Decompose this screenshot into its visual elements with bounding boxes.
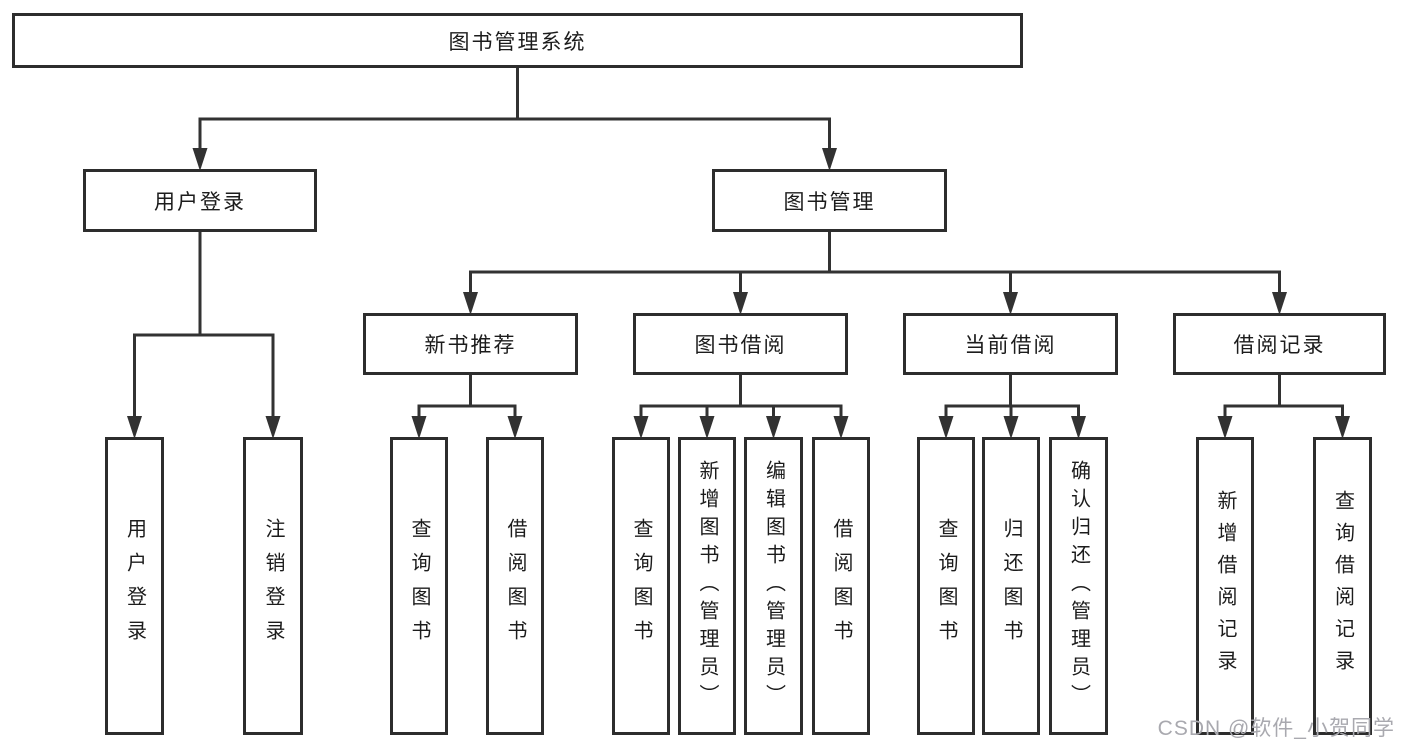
arrowhead-icon xyxy=(411,416,427,439)
node-leaf-nb-query: 查询图书 xyxy=(390,437,448,735)
node-label: 查询借阅记录 xyxy=(1331,490,1354,682)
arrowhead-icon xyxy=(265,416,281,439)
node-label: 当前借阅 xyxy=(964,334,1057,357)
node-library-system: 图书管理系统 xyxy=(12,13,1023,68)
arrowhead-icon xyxy=(633,416,649,439)
node-leaf-br-query: 查询借阅记录 xyxy=(1313,437,1372,735)
node-leaf-bb-borrow: 借阅图书 xyxy=(812,437,870,735)
node-label: 查询图书 xyxy=(408,518,430,654)
node-label: 借阅图书 xyxy=(504,518,526,654)
watermark: CSDN @软件_小贺同学 xyxy=(1157,717,1395,740)
node-leaf-br-add: 新增借阅记录 xyxy=(1196,437,1254,735)
node-leaf-bb-query: 查询图书 xyxy=(612,437,670,735)
node-leaf-nb-borrow: 借阅图书 xyxy=(486,437,544,735)
node-label: 图书管理系统 xyxy=(448,30,587,54)
node-leaf-cb-return: 归还图书 xyxy=(982,437,1040,735)
node-current-borrowing: 当前借阅 xyxy=(903,313,1118,375)
node-label: 新增图书（管理员） xyxy=(696,460,718,712)
node-label: 查询图书 xyxy=(630,518,652,654)
node-leaf-bb-edit: 编辑图书（管理员） xyxy=(744,437,803,735)
arrowhead-icon xyxy=(1003,416,1019,439)
node-label: 查询图书 xyxy=(935,518,957,654)
arrowhead-icon xyxy=(833,416,849,439)
arrowhead-icon xyxy=(463,292,478,315)
node-label: 新书推荐 xyxy=(424,334,517,357)
node-label: 用户登录 xyxy=(154,190,246,214)
node-leaf-bb-add: 新增图书（管理员） xyxy=(678,437,736,735)
arrowhead-icon xyxy=(1272,292,1287,315)
node-leaf-cb-query: 查询图书 xyxy=(917,437,975,735)
arrowhead-icon xyxy=(699,416,715,439)
arrowhead-icon xyxy=(822,148,837,171)
node-label: 编辑图书（管理员） xyxy=(762,460,785,712)
node-new-book-recommend: 新书推荐 xyxy=(363,313,578,375)
node-user-login: 用户登录 xyxy=(83,169,317,232)
arrowhead-icon xyxy=(507,416,523,439)
arrowhead-icon xyxy=(1335,416,1350,439)
arrowhead-icon xyxy=(1071,416,1086,439)
node-label: 借阅图书 xyxy=(830,518,852,654)
arrowhead-icon xyxy=(766,416,781,439)
arrowhead-icon xyxy=(1217,416,1233,439)
node-label: 注销登录 xyxy=(262,518,284,654)
node-label: 新增借阅记录 xyxy=(1214,490,1236,682)
arrowhead-icon xyxy=(733,292,748,315)
node-book-management: 图书管理 xyxy=(712,169,947,232)
node-label: 确认归还（管理员） xyxy=(1067,460,1090,712)
arrowhead-icon xyxy=(127,416,142,439)
arrowhead-icon xyxy=(1003,292,1018,315)
node-label: 借阅记录 xyxy=(1233,334,1326,357)
node-leaf-cb-confirm: 确认归还（管理员） xyxy=(1049,437,1108,735)
node-label: 归还图书 xyxy=(1000,518,1022,654)
arrowhead-icon xyxy=(192,148,208,171)
arrowhead-icon xyxy=(938,416,954,439)
node-leaf-user-login: 用户登录 xyxy=(105,437,164,735)
node-borrowing-records: 借阅记录 xyxy=(1173,313,1386,375)
node-label: 图书借阅 xyxy=(694,334,787,357)
node-label: 用户登录 xyxy=(123,518,146,654)
node-leaf-logout: 注销登录 xyxy=(243,437,303,735)
node-book-borrowing: 图书借阅 xyxy=(633,313,848,375)
node-label: 图书管理 xyxy=(783,190,876,214)
